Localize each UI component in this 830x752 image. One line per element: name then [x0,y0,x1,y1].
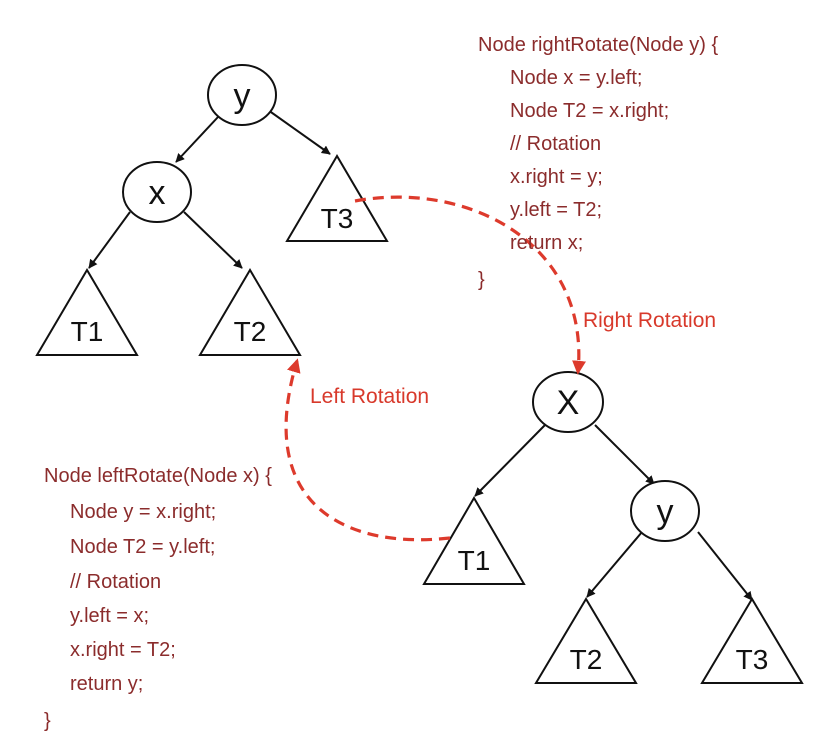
code-line: Node y = x.right; [70,501,216,523]
code-line: Node T2 = y.left; [70,536,215,558]
node-y-label: y [234,77,251,115]
subtree-t1-after-label: T1 [458,545,491,576]
code-line: x.right = T2; [70,639,176,661]
code-line: x.right = y; [510,166,603,188]
node-x-label: x [149,174,166,212]
subtree-t3-after-label: T3 [736,644,769,675]
node-y-after [630,480,700,542]
node-x [122,161,192,223]
code-line: // Rotation [70,571,161,593]
code-line: Node x = y.left; [510,67,642,89]
edge-y-t3-after [697,531,753,601]
subtree-t2 [198,268,302,356]
code-line: y.left = T2; [510,199,602,221]
subtree-t3-label: T3 [321,203,354,234]
subtree-t2-after-label: T2 [570,644,603,675]
code-line: } [478,269,485,291]
left-rotate-code: Node leftRotate(Node x) { Node y = x.rig… [44,465,272,732]
edge-y-t2 [586,531,643,598]
right-rotation-label: Right Rotation [583,309,716,332]
node-y-after-label: y [657,493,674,531]
code-line: Node leftRotate(Node x) { [44,465,272,487]
right-rotate-code: Node rightRotate(Node y) { Node x = y.le… [478,34,718,291]
code-line: Node rightRotate(Node y) { [478,34,718,56]
code-line: // Rotation [510,133,601,155]
node-X-label: X [557,384,580,422]
tree-before: y x T3 T1 T2 [35,64,389,356]
subtree-t3-after [700,597,804,684]
edge-X-y [594,424,655,485]
code-line: return y; [70,673,143,695]
code-line: y.left = x; [70,605,149,627]
edge-X-t1 [474,424,546,497]
subtree-t1-after [422,496,526,585]
code-line: Node T2 = x.right; [510,100,669,122]
left-rotation-label: Left Rotation [310,385,429,408]
subtree-t2-label: T2 [234,316,267,347]
right-rotation-arrow [354,195,587,375]
left-rotation-arrow [284,358,451,542]
code-line: } [44,710,51,732]
edge-y-t3 [267,109,331,155]
edge-x-t1 [88,211,131,269]
subtree-t2-after [534,597,638,684]
subtree-t1 [35,268,139,356]
edge-y-x [175,116,219,163]
node-y [207,64,277,126]
code-line: return x; [510,232,583,254]
tree-after: X y T1 T2 T3 [422,371,804,684]
edge-x-t2 [183,211,243,269]
node-X [532,371,604,433]
subtree-t1-label: T1 [71,316,104,347]
